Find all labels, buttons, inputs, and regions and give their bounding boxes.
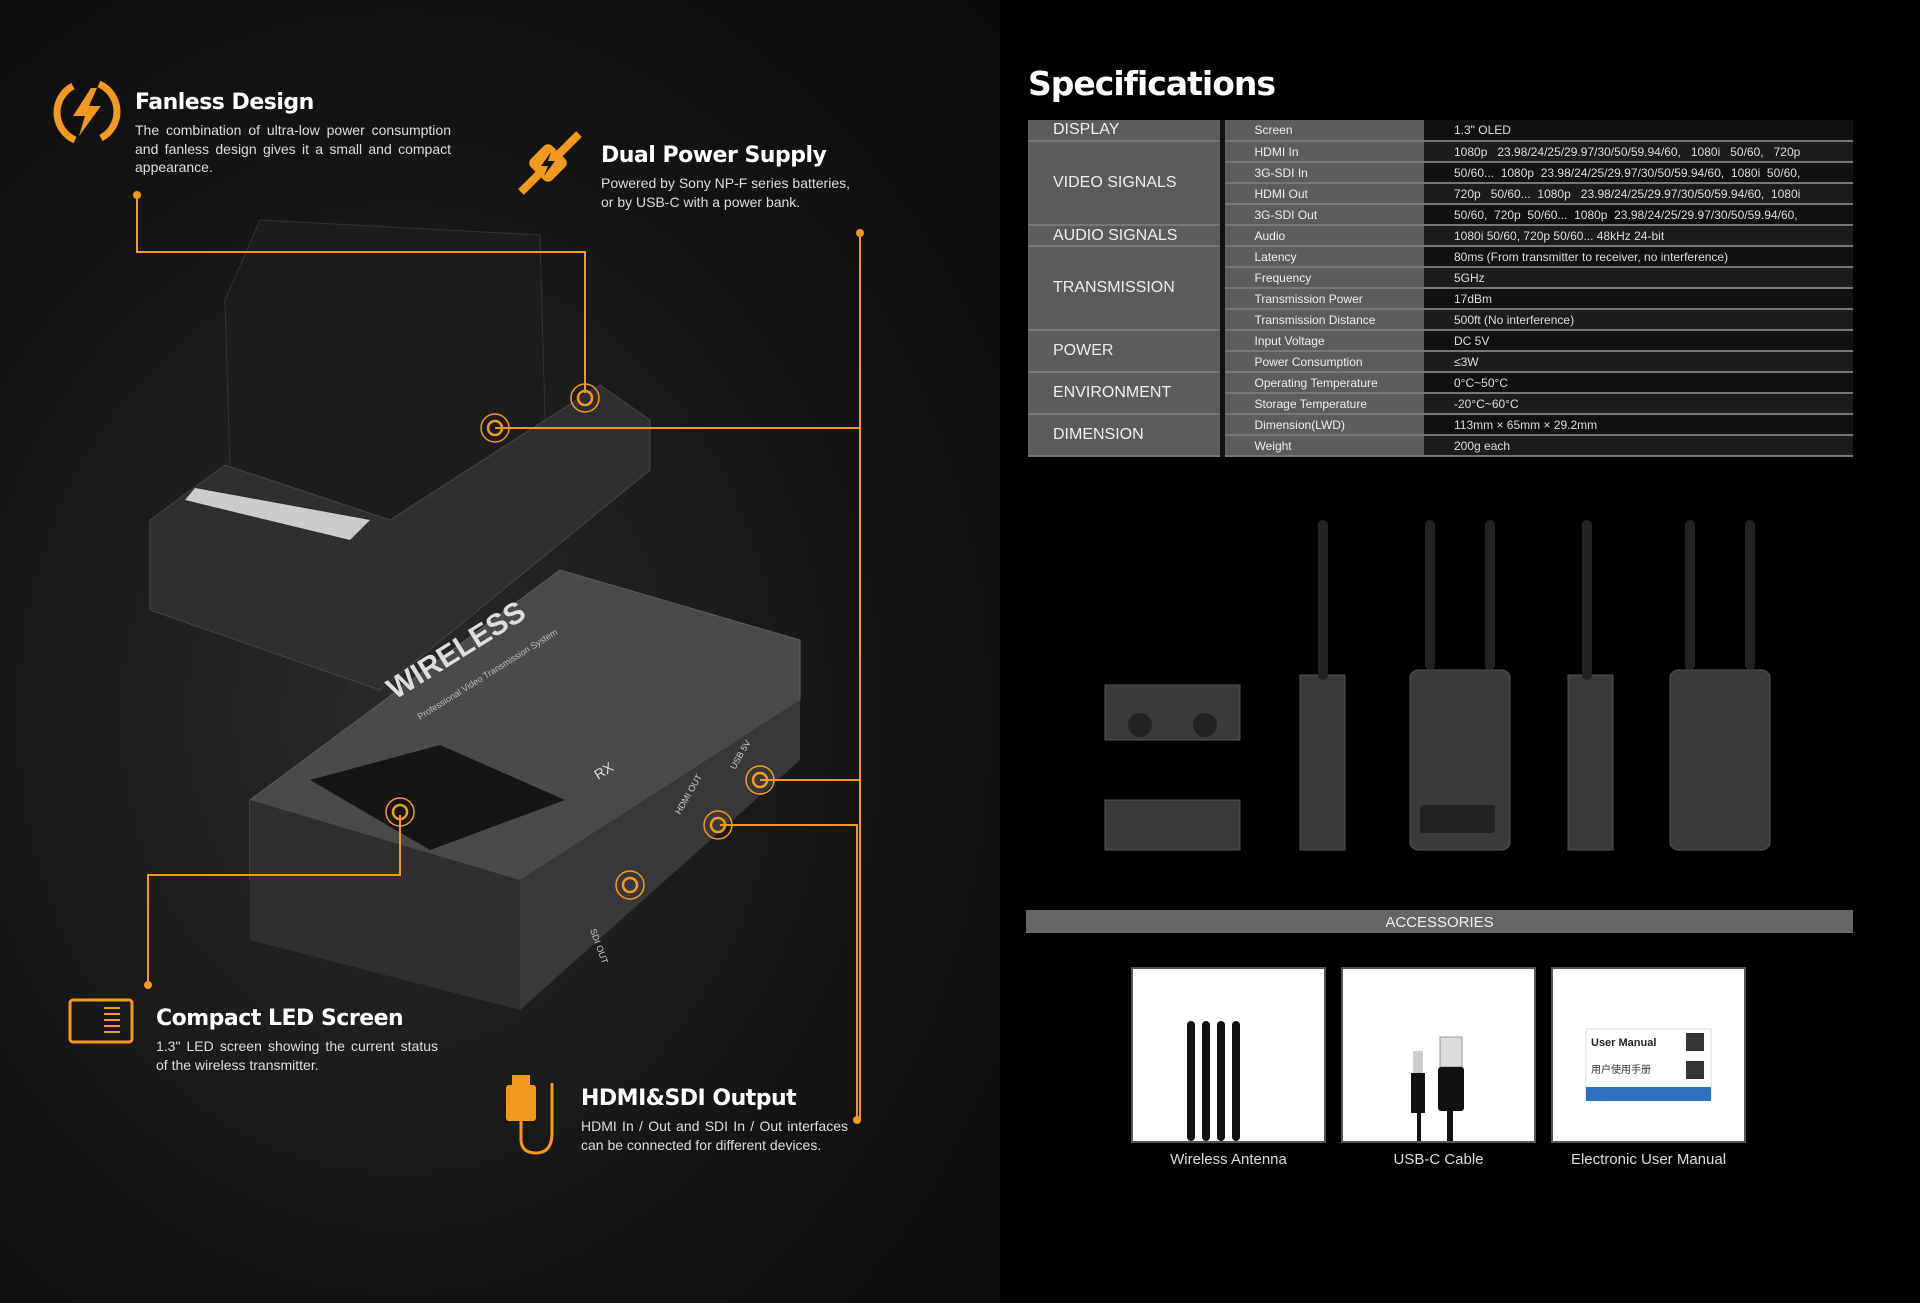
feature-dual-power: Dual Power Supply Powered by Sony NP-F s… (601, 143, 866, 211)
power-plug-icon (518, 131, 582, 195)
user-manual-card: User Manual 用户使用手册 (1585, 1028, 1712, 1101)
spec-value: -20°C~60°C (1424, 393, 1853, 415)
usb-cable-icon (1411, 1036, 1464, 1141)
spec-value: 50/60... 1080p 23.98/24/25/29.97/30/50/5… (1424, 162, 1853, 184)
feature-text: Powered by Sony NP-F series batteries, o… (601, 175, 850, 210)
callout-dots (133, 191, 864, 1124)
feature-title: HDMI&SDI Output (581, 1086, 797, 1111)
spec-label: Transmission Power (1222, 288, 1424, 310)
spec-label: Latency (1222, 246, 1424, 268)
product-view-bottom (1104, 799, 1241, 851)
feature-text: The combination of ultra-low power consu… (135, 122, 451, 175)
spec-value: ≤3W (1424, 351, 1853, 373)
spec-value: 720p 50/60... 1080p 23.98/24/25/29.97/30… (1424, 183, 1853, 205)
product-view-back (1669, 669, 1771, 851)
screen-icon (68, 998, 134, 1044)
spec-value: 200g each (1424, 435, 1853, 457)
spec-category: ENVIRONMENT (1028, 372, 1225, 415)
feature-title: Compact LED Screen (156, 1006, 404, 1031)
lightning-icon (53, 80, 121, 144)
spec-value: 1080i 50/60, 720p 50/60... 48kHz 24-bit (1424, 225, 1853, 247)
spec-value: 113mm × 65mm × 29.2mm (1424, 414, 1853, 436)
product-illustration: WIRELESS Professional Video Transmission… (133, 191, 864, 1124)
spec-row: Storage Temperature-20°C~60°C (1028, 393, 1853, 415)
hdmi-cable-icon (506, 1075, 554, 1155)
feature-title: Fanless Design (135, 90, 314, 115)
manual-title-cn: 用户使用手册 (1591, 1063, 1651, 1076)
antenna-icon (1187, 1021, 1240, 1141)
port-label-sdi: SDI OUT (588, 927, 610, 965)
qr-code-icon (1686, 1061, 1704, 1079)
spec-label: 3G-SDI In (1222, 162, 1424, 184)
feature-fanless-design: Fanless Design The combination of ultra-… (135, 90, 451, 177)
accessories-header: ACCESSORIES (1026, 910, 1853, 933)
spec-category: DIMENSION (1028, 414, 1225, 457)
accessory-label: Electronic User Manual (1570, 1151, 1727, 1168)
spec-value: 500ft (No interference) (1424, 309, 1853, 331)
product-view-top (1104, 684, 1241, 741)
spec-category: POWER (1028, 330, 1225, 373)
feature-led-screen: Compact LED Screen 1.3" LED screen showi… (156, 1006, 438, 1074)
spec-value: 80ms (From transmitter to receiver, no i… (1424, 246, 1853, 268)
spec-label: Frequency (1222, 267, 1424, 289)
accessory-image-antenna (1131, 967, 1326, 1143)
spec-label: Dimension(LWD) (1222, 414, 1424, 436)
spec-category: AUDIO SIGNALS (1028, 225, 1225, 247)
spec-label: Power Consumption (1222, 351, 1424, 373)
spec-label: Storage Temperature (1222, 393, 1424, 415)
page-title: Specifications (1028, 64, 1276, 103)
spec-value: 17dBm (1424, 288, 1853, 310)
spec-value: 5GHz (1424, 267, 1853, 289)
spec-label: Audio (1222, 225, 1424, 247)
accessory-label: USB-C Cable (1393, 1151, 1484, 1168)
spec-label: Transmission Distance (1222, 309, 1424, 331)
accessory-label: Wireless Antenna (1170, 1151, 1287, 1168)
spec-category: VIDEO SIGNALS (1028, 141, 1225, 226)
spec-category: DISPLAY (1028, 120, 1225, 142)
spec-label: Operating Temperature (1222, 372, 1424, 394)
product-view-side (1567, 674, 1614, 851)
spec-category: TRANSMISSION (1028, 246, 1225, 331)
spec-value: 1.3" OLED (1424, 120, 1853, 142)
feature-title: Dual Power Supply (601, 143, 827, 168)
spec-value: DC 5V (1424, 330, 1853, 352)
spec-label: Weight (1222, 435, 1424, 457)
spec-label: HDMI Out (1222, 183, 1424, 205)
qr-code-icon (1686, 1033, 1704, 1051)
spec-value: 50/60, 720p 50/60... 1080p 23.98/24/25/2… (1424, 204, 1853, 226)
spec-row: Power Consumption≤3W (1028, 351, 1853, 373)
spec-label: Input Voltage (1222, 330, 1424, 352)
accessory-image-usb-cable (1341, 967, 1536, 1143)
feature-text: HDMI In / Out and SDI In / Out interface… (581, 1118, 848, 1153)
spec-value: 0°C~50°C (1424, 372, 1853, 394)
spec-label: HDMI In (1222, 141, 1424, 163)
spec-label: 3G-SDI Out (1222, 204, 1424, 226)
accessory-image-user-manual: User Manual 用户使用手册 (1551, 967, 1746, 1143)
target-circle-icons (385, 383, 775, 900)
spec-value: 1080p 23.98/24/25/29.97/30/50/59.94/60, … (1424, 141, 1853, 163)
feature-text: 1.3" LED screen showing the current stat… (156, 1038, 438, 1073)
manual-title: User Manual (1591, 1037, 1656, 1049)
spec-label: Screen (1222, 120, 1424, 142)
product-view-side (1299, 674, 1346, 851)
feature-hdmi-sdi: HDMI&SDI Output HDMI In / Out and SDI In… (581, 1086, 848, 1154)
callout-lines (136, 195, 861, 1120)
product-views (1104, 520, 1771, 851)
